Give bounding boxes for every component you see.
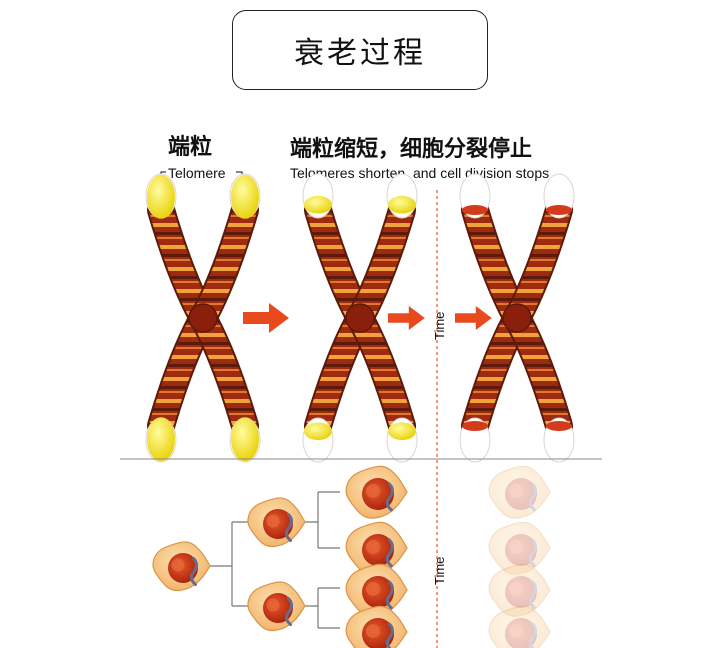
golgi	[385, 538, 394, 568]
golgi	[189, 557, 198, 586]
chromosome-1	[145, 173, 261, 463]
nucleolus	[365, 483, 381, 499]
golgi	[284, 597, 293, 626]
arm-bands	[506, 312, 571, 430]
cell-faded-2	[488, 521, 551, 575]
telomere-cap	[388, 422, 416, 441]
cell-gen2-top	[247, 497, 306, 548]
page-title: 衰老过程	[294, 36, 426, 71]
arm-bands	[506, 206, 571, 324]
chromosome-3	[459, 173, 575, 463]
cell-gen3-4	[345, 605, 408, 648]
cell-faded-3	[488, 563, 551, 617]
nucleolus	[508, 581, 524, 597]
nucleolus	[266, 598, 280, 612]
centromere	[502, 303, 532, 333]
arrow-1	[243, 303, 289, 333]
cell-nucleus	[505, 534, 537, 566]
golgi	[528, 538, 537, 568]
nucleolus	[508, 539, 524, 555]
nucleolus	[266, 514, 280, 528]
telomere-cap	[304, 422, 332, 441]
shorten-label-en: Telomeres shorten, and cell division sto…	[290, 165, 549, 181]
golgi	[528, 622, 537, 648]
telomere-label-zh: 端粒	[168, 134, 212, 160]
nucleolus	[171, 558, 185, 572]
telomere-cap	[231, 174, 259, 219]
telomere-end	[462, 421, 488, 431]
centromere	[345, 303, 375, 333]
chromosomes	[145, 173, 575, 463]
arrow-2	[388, 306, 425, 330]
arm-bands	[192, 312, 257, 430]
lineage-lines	[205, 491, 340, 629]
arm-bands	[349, 312, 414, 430]
telomere-end	[462, 205, 488, 215]
nucleolus	[508, 483, 524, 499]
golgi	[385, 580, 394, 610]
telomere-label-en: Telomere	[168, 165, 226, 181]
cell-gen2-bottom	[247, 581, 306, 632]
cells	[152, 465, 551, 648]
cell-gen3-2	[345, 521, 408, 575]
time-label-bottom: Time	[432, 557, 447, 585]
arm-bands	[192, 206, 257, 324]
nucleolus	[365, 623, 381, 639]
telomere-cap	[147, 417, 175, 462]
nucleolus	[365, 581, 381, 597]
cell-nucleus	[505, 576, 537, 608]
cell-faded-1	[488, 465, 551, 519]
golgi	[528, 482, 537, 512]
telomere-cap	[147, 174, 175, 219]
centromere	[188, 303, 218, 333]
cell-faded-4	[488, 605, 551, 648]
telomere-cap	[231, 417, 259, 462]
cell-gen3-3	[345, 563, 408, 617]
cell-nucleus	[505, 618, 537, 648]
arm-bands	[349, 206, 414, 324]
time-label-top: Time	[432, 312, 447, 340]
telomere-cap	[388, 195, 416, 214]
arrow-3	[455, 306, 492, 330]
cell-parent	[152, 541, 211, 592]
title-box: 衰老过程	[232, 10, 488, 90]
telomere-cap	[304, 195, 332, 214]
telomere-end	[546, 205, 572, 215]
golgi	[528, 580, 537, 610]
nucleolus	[365, 539, 381, 555]
golgi	[385, 482, 394, 512]
golgi	[385, 622, 394, 648]
chromosome-2	[302, 173, 418, 463]
telomere-end	[546, 421, 572, 431]
cell-gen3-1	[345, 465, 408, 519]
golgi	[284, 513, 293, 542]
nucleolus	[508, 623, 524, 639]
cell-nucleus	[505, 478, 537, 510]
shorten-label-zh: 端粒缩短，细胞分裂停止	[290, 136, 532, 162]
